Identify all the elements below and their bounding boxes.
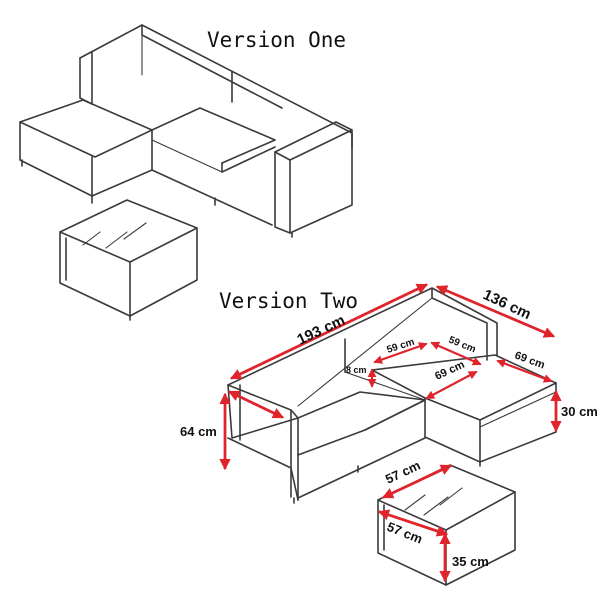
label-total-length: 193 cm (295, 312, 348, 349)
dimension-arrows (219, 283, 562, 583)
label-table-depth: 57 cm (385, 519, 425, 547)
label-chaise-height: 30 cm (561, 404, 598, 419)
version-one-sofa (19, 24, 353, 238)
title-version-one: Version One (207, 28, 346, 52)
label-table-height: 35 cm (452, 554, 489, 569)
version-one-table (59, 199, 198, 321)
label-cushion-thickness: 8 cm (346, 365, 367, 375)
title-version-two: Version Two (219, 289, 358, 313)
label-sofa-height: 64 cm (180, 424, 217, 439)
